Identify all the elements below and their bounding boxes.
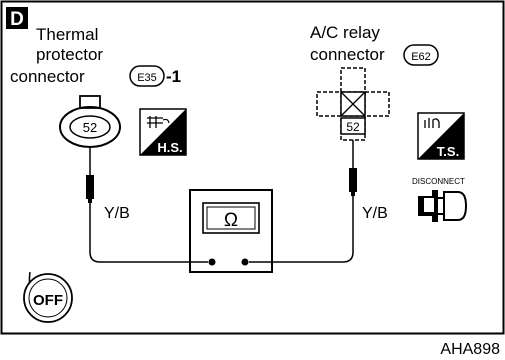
right-connector-id-oval bbox=[403, 44, 439, 66]
right-pin-label: 52 bbox=[346, 120, 360, 134]
disconnect-label: DISCONNECT bbox=[412, 177, 465, 186]
left-connector-id: E35 bbox=[137, 72, 157, 84]
right-connector-id: E62 bbox=[411, 51, 431, 63]
hs-badge-label: H.S. bbox=[157, 140, 182, 155]
diagram-frame bbox=[0, 0, 505, 335]
right-test-probe bbox=[349, 140, 357, 196]
wire-color-right: Y/B bbox=[362, 205, 388, 222]
lead-wire-left bbox=[89, 203, 208, 263]
left-pin-label: 52 bbox=[83, 120, 97, 135]
disconnect-icon bbox=[418, 190, 468, 222]
left-title-line1: Thermal bbox=[36, 25, 98, 44]
meter-terminal-left bbox=[208, 258, 216, 266]
ohmmeter bbox=[189, 189, 273, 273]
right-title-line2: connector bbox=[310, 45, 385, 64]
hs-badge bbox=[139, 108, 187, 156]
ac-relay-connector bbox=[316, 67, 390, 141]
left-connector-suffix: -1 bbox=[166, 67, 181, 86]
hand-icon bbox=[147, 116, 170, 128]
lead-wire-right bbox=[249, 196, 354, 263]
ignition-off-label: OFF bbox=[33, 292, 63, 309]
ohm-symbol: Ω bbox=[224, 210, 238, 231]
figure-code: AHA898 bbox=[440, 341, 500, 358]
ts-badge bbox=[417, 112, 465, 160]
ignition-key-off-icon bbox=[23, 271, 73, 323]
meter-terminal-right bbox=[241, 258, 249, 266]
right-title-line1: A/C relay bbox=[310, 23, 380, 42]
left-test-probe bbox=[86, 147, 94, 203]
step-letter: D bbox=[10, 9, 24, 30]
ts-badge-label: T.S. bbox=[437, 144, 459, 159]
left-connector-id-oval bbox=[129, 65, 165, 87]
step-letter-box bbox=[6, 7, 28, 29]
left-title-line3: connector bbox=[10, 67, 85, 86]
wire-color-left: Y/B bbox=[104, 205, 130, 222]
touch-hand-icon bbox=[424, 118, 440, 128]
left-title-line2: protector bbox=[36, 45, 103, 64]
